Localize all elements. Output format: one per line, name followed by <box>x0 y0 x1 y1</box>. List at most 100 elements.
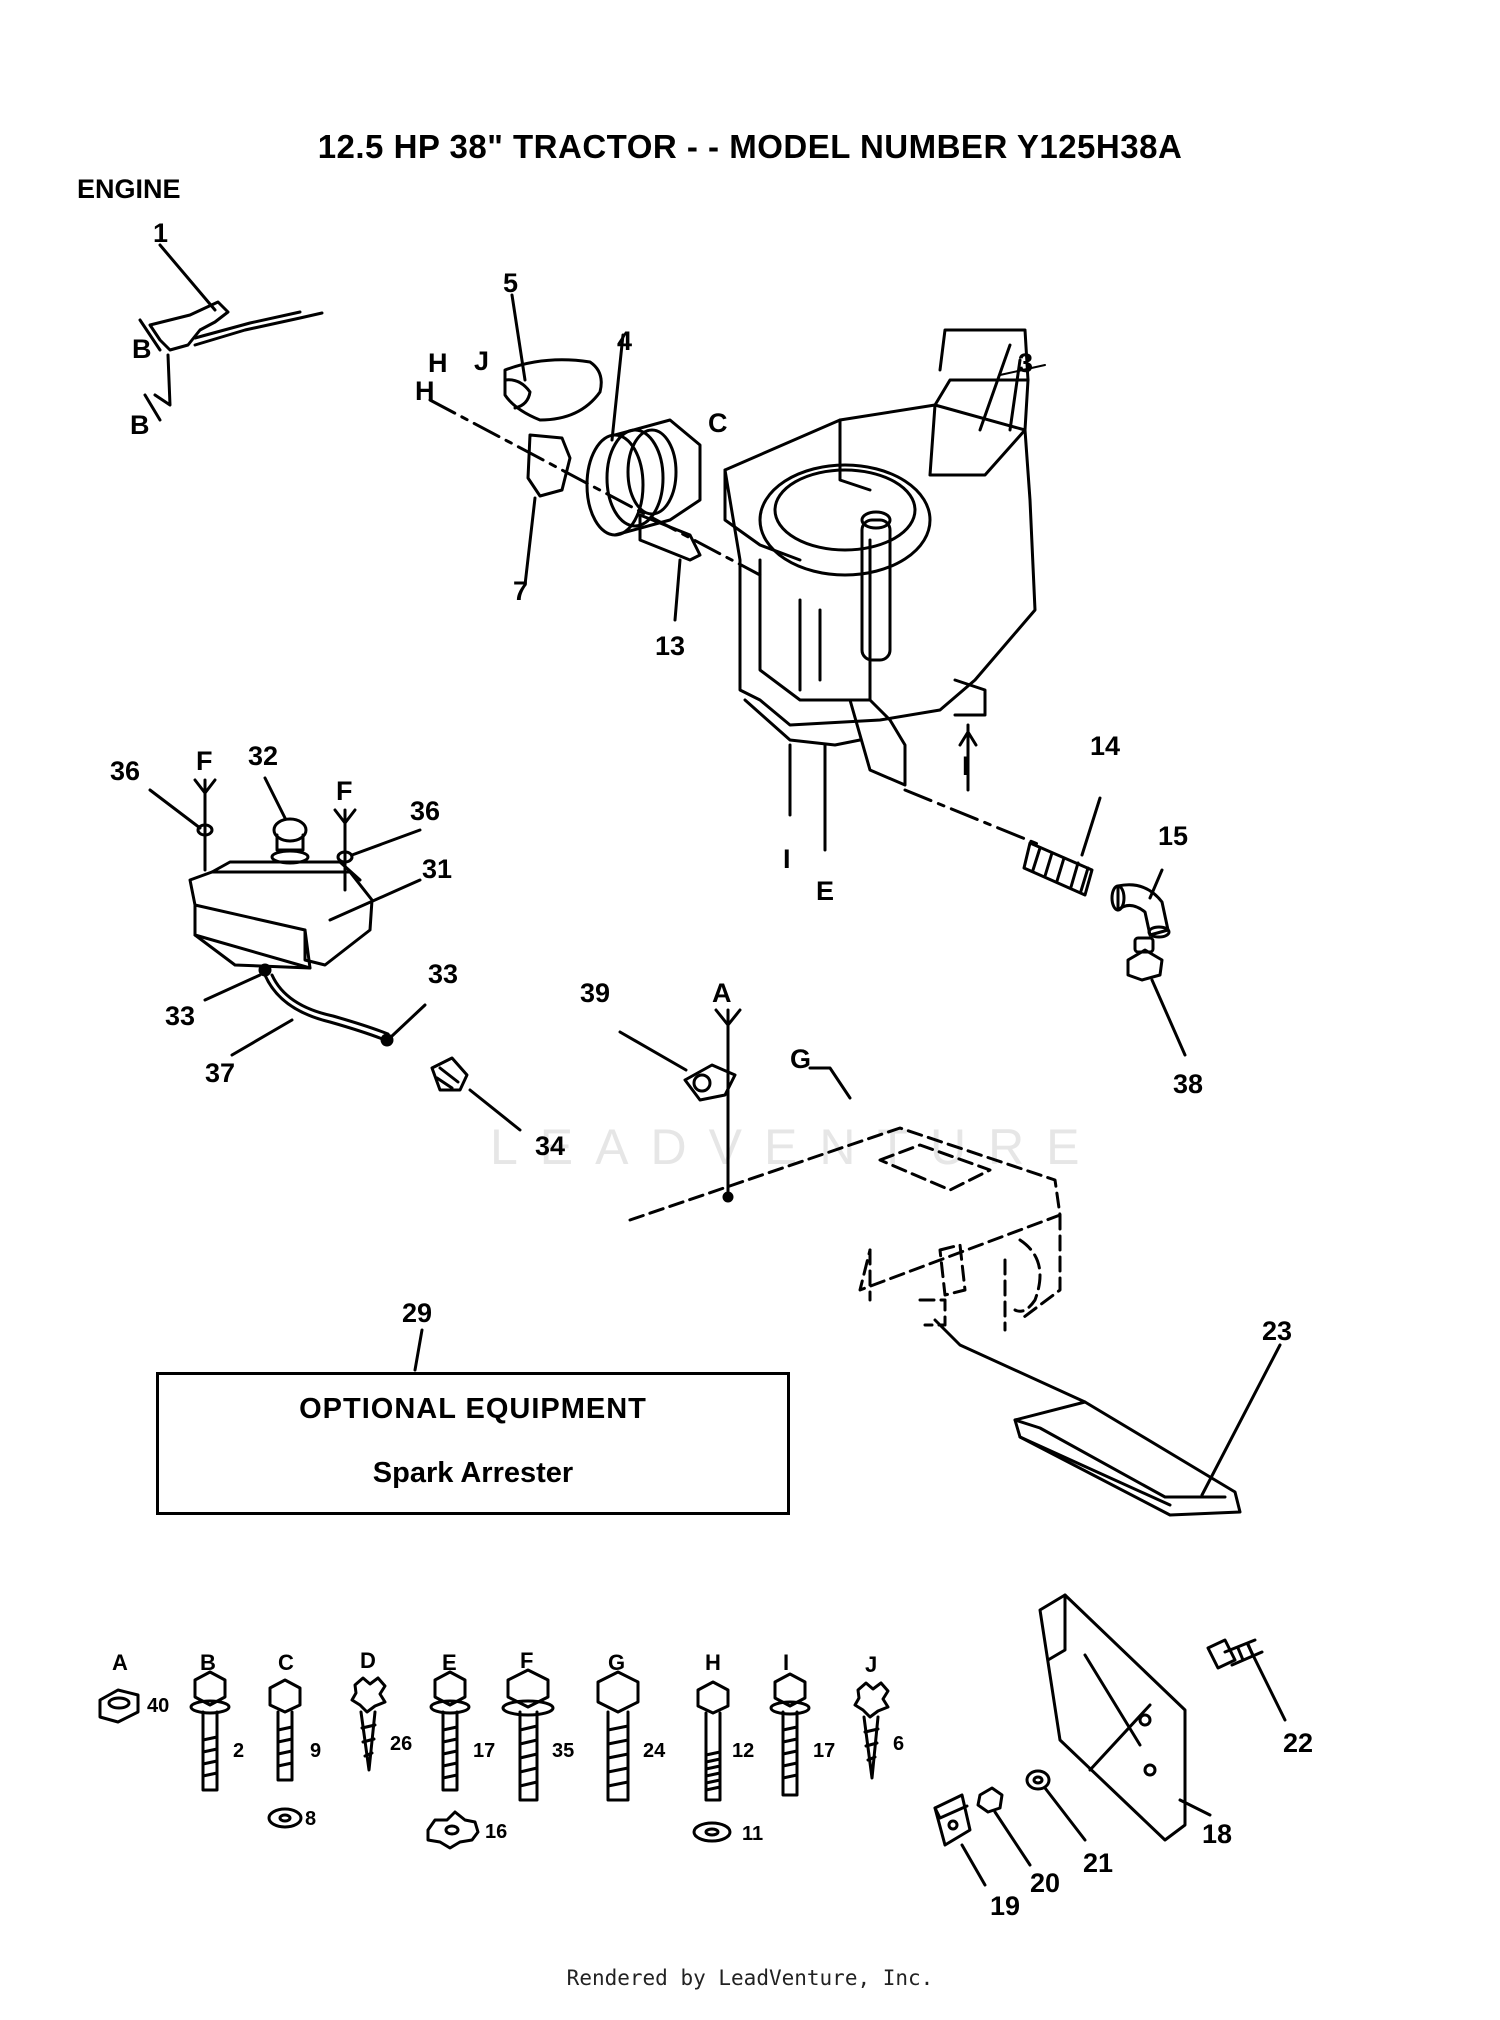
callout-5: 5 <box>503 268 518 298</box>
part-13-key <box>638 513 702 622</box>
hw-part-e: 17 <box>473 1740 495 1762</box>
hw-part-g: 24 <box>643 1740 666 1762</box>
hardware-j-screw <box>853 1681 890 1780</box>
part-37-fuel-line <box>203 963 427 1057</box>
hardware-d-screw <box>350 1676 387 1772</box>
callout-20: 20 <box>1030 1868 1060 1898</box>
callout-38: 38 <box>1173 1069 1203 1099</box>
callout-29-line <box>413 1328 424 1372</box>
ref-h-2: H <box>415 376 435 406</box>
part-3-engine <box>723 328 1037 787</box>
part-21-washer <box>1025 1769 1087 1842</box>
callout-37: 37 <box>205 1058 235 1088</box>
hw-letter-d: D <box>360 1648 376 1673</box>
part-18-bracket-plate <box>1038 1593 1212 1842</box>
ref-i-2: I <box>962 751 970 781</box>
tractor-frame-dashed <box>628 1126 1062 1332</box>
hardware-b-bolt <box>189 1670 303 1829</box>
callout-23: 23 <box>1262 1316 1292 1346</box>
callout-32: 32 <box>248 741 278 771</box>
hw-letter-i: I <box>783 1650 789 1675</box>
part-34-fitting <box>430 1056 522 1132</box>
part-4-pulley <box>585 333 702 537</box>
ref-b-2: B <box>130 410 150 440</box>
hw-letter-b: B <box>200 1650 216 1675</box>
hw-letter-g: G <box>608 1650 625 1675</box>
ref-e-1: E <box>816 876 834 906</box>
callout-19: 19 <box>990 1891 1020 1921</box>
hardware-g-bolt <box>596 1670 640 1802</box>
hw-part-b: 2 <box>233 1740 244 1762</box>
hw-washer-b: 8 <box>305 1808 316 1830</box>
part-23-heat-shield <box>933 1318 1282 1517</box>
part-14-exhaust-pipe <box>1022 796 1102 897</box>
ref-f-2: F <box>336 776 353 806</box>
part-38-plug <box>1126 936 1187 1057</box>
reference-arrows-engine <box>788 723 978 852</box>
part-15-elbow <box>1110 868 1171 939</box>
part-19-clip-nut <box>933 1793 987 1887</box>
diagram-title: 12.5 HP 38" TRACTOR - - MODEL NUMBER Y12… <box>317 128 1183 165</box>
hw-letter-j: J <box>865 1652 877 1677</box>
hw-washer-h: 11 <box>742 1823 763 1845</box>
callout-29: 29 <box>402 1298 432 1328</box>
callout-3: 3 <box>1018 348 1033 378</box>
part-20-nut <box>976 1786 1032 1867</box>
callout-7: 7 <box>513 576 528 606</box>
crankshaft-axis <box>428 398 762 577</box>
hardware-f-bolt <box>501 1668 555 1802</box>
footer-credit: Rendered by LeadVenture, Inc. <box>566 1966 934 1990</box>
callout-36a: 36 <box>110 756 140 786</box>
ref-f-1: F <box>196 746 213 776</box>
hw-letter-c: C <box>278 1650 294 1675</box>
callout-21: 21 <box>1083 1848 1113 1878</box>
callout-33b: 33 <box>428 959 458 989</box>
part-31-fuel-tank <box>188 860 422 970</box>
part-39-clip <box>618 1008 742 1203</box>
callout-14: 14 <box>1090 731 1120 761</box>
part-32-cap <box>263 776 310 865</box>
ref-a-1: A <box>712 978 732 1008</box>
part-36-grommets <box>148 778 422 892</box>
ref-h-1: H <box>428 348 448 378</box>
hardware-i-bolt <box>769 1672 811 1797</box>
hardware-c-bolt <box>268 1678 302 1782</box>
ref-b-1: B <box>132 334 152 364</box>
callout-31: 31 <box>422 854 452 884</box>
callout-22: 22 <box>1283 1728 1313 1758</box>
hw-part-j: 6 <box>893 1733 904 1755</box>
hw-part-i: 17 <box>813 1740 835 1762</box>
hw-letter-h: H <box>705 1650 721 1675</box>
hw-part-c: 9 <box>310 1740 321 1762</box>
callout-4: 4 <box>617 326 632 356</box>
callout-15: 15 <box>1158 821 1188 851</box>
hw-part-h: 12 <box>732 1740 754 1762</box>
hw-letter-a: A <box>112 1650 128 1675</box>
ref-i-1: I <box>783 844 791 874</box>
hw-part-d: 26 <box>390 1733 412 1755</box>
callout-36b: 36 <box>410 796 440 826</box>
hardware-a-nut <box>98 1688 140 1724</box>
callout-39: 39 <box>580 978 610 1008</box>
ref-g-1: G <box>790 1044 811 1074</box>
ref-c-1: C <box>708 408 728 438</box>
optional-equipment-item: Spark Arrester <box>372 1457 574 1489</box>
section-label: ENGINE <box>77 174 181 204</box>
hw-part-a: 40 <box>147 1695 169 1717</box>
optional-equipment-box: OPTIONAL EQUIPMENT Spark Arrester <box>156 1372 790 1515</box>
callout-13: 13 <box>655 631 685 661</box>
reference-arrow-g <box>808 1066 852 1100</box>
part-22-bolt <box>1206 1638 1287 1722</box>
callout-34: 34 <box>535 1131 565 1161</box>
hw-letter-e: E <box>442 1650 457 1675</box>
callout-18: 18 <box>1202 1819 1232 1849</box>
callout-33a: 33 <box>165 1001 195 1031</box>
part-7-shield <box>523 433 572 587</box>
hw-part-f: 35 <box>552 1740 574 1762</box>
callout-1: 1 <box>153 218 168 248</box>
ref-j-1: J <box>474 346 489 376</box>
part-5-belt-guide <box>503 293 603 422</box>
part-1-cable-bracket <box>138 243 324 422</box>
